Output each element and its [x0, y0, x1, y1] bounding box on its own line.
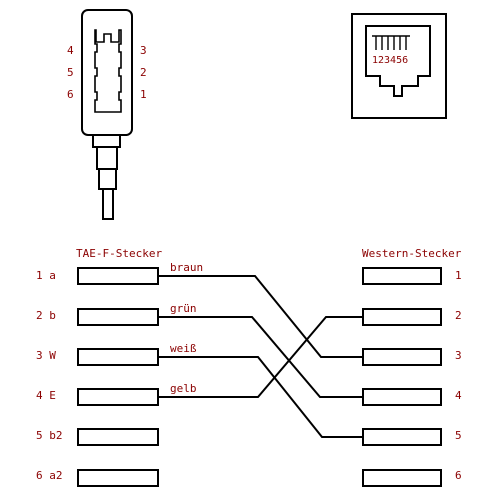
western-socket-opening	[365, 25, 431, 97]
western-pin-boxes	[362, 267, 442, 487]
plug-pin-label-left: 5	[67, 66, 74, 79]
plug-pin-label-left: 6	[67, 88, 74, 101]
tae-pin-box	[77, 388, 159, 406]
wire-weiss	[158, 356, 363, 438]
tae-pin-boxes	[77, 267, 159, 487]
western-pin-label: 3	[455, 349, 462, 362]
western-pin-label: 4	[455, 389, 462, 402]
western-pin-box	[362, 388, 442, 406]
western-socket-frame	[351, 13, 447, 119]
tae-pin-label: 5 b2	[36, 429, 63, 442]
tae-pin-label: 1 a	[36, 269, 56, 282]
tae-pin-box	[77, 428, 159, 446]
western-pin-label: 2	[455, 309, 462, 322]
tae-pin-box	[77, 469, 159, 487]
western-socket-contacts	[372, 35, 410, 50]
wire-labels: braun grün weiß gelb	[170, 261, 203, 395]
tae-plug-cable	[102, 188, 114, 220]
tae-pin-box	[77, 267, 159, 285]
tae-pin-label: 3 W	[36, 349, 56, 362]
western-pin-list: 1 2 3 4 5 6	[455, 269, 462, 482]
western-pin-label: 5	[455, 429, 462, 442]
wires	[158, 275, 363, 438]
wire-label: grün	[170, 302, 197, 315]
western-socket-pin-label: 123456	[372, 55, 408, 66]
western-pin-label: 6	[455, 469, 462, 482]
tae-plug-body	[81, 9, 133, 136]
plug-pin-label-right: 3	[140, 44, 147, 57]
western-pin-box	[362, 308, 442, 326]
tae-plug-neck	[92, 134, 121, 148]
tae-plug-grip-1	[96, 146, 118, 170]
tae-plug-contacts	[94, 29, 122, 113]
tae-title: TAE-F-Stecker	[76, 247, 162, 260]
wire-label: braun	[170, 261, 203, 274]
western-pin-box	[362, 428, 442, 446]
tae-pin-box	[77, 308, 159, 326]
tae-pin-box	[77, 348, 159, 366]
western-pin-box	[362, 267, 442, 285]
western-pin-box	[362, 469, 442, 487]
wire-braun	[158, 275, 363, 358]
plug-pin-label-right: 2	[140, 66, 147, 79]
plug-pin-label-right: 1	[140, 88, 147, 101]
tae-pin-list: 1 a 2 b 3 W 4 E 5 b2 6 a2	[36, 269, 63, 482]
plug-pin-label-left: 4	[67, 44, 74, 57]
western-socket-drawing	[351, 13, 447, 119]
western-pin-box	[362, 348, 442, 366]
tae-pin-label: 6 a2	[36, 469, 63, 482]
wire-gruen	[158, 316, 363, 398]
tae-pin-label: 4 E	[36, 389, 56, 402]
western-title: Western-Stecker	[362, 247, 462, 260]
tae-plug-pin-labels: 4 5 6 3 2 1	[67, 44, 147, 101]
tae-plug-drawing	[81, 9, 133, 220]
wire-gelb	[158, 316, 363, 398]
wire-label: gelb	[170, 382, 197, 395]
western-pin-label: 1	[455, 269, 462, 282]
wire-label: weiß	[170, 342, 197, 355]
tae-plug-grip-2	[98, 168, 117, 190]
tae-pin-label: 2 b	[36, 309, 56, 322]
